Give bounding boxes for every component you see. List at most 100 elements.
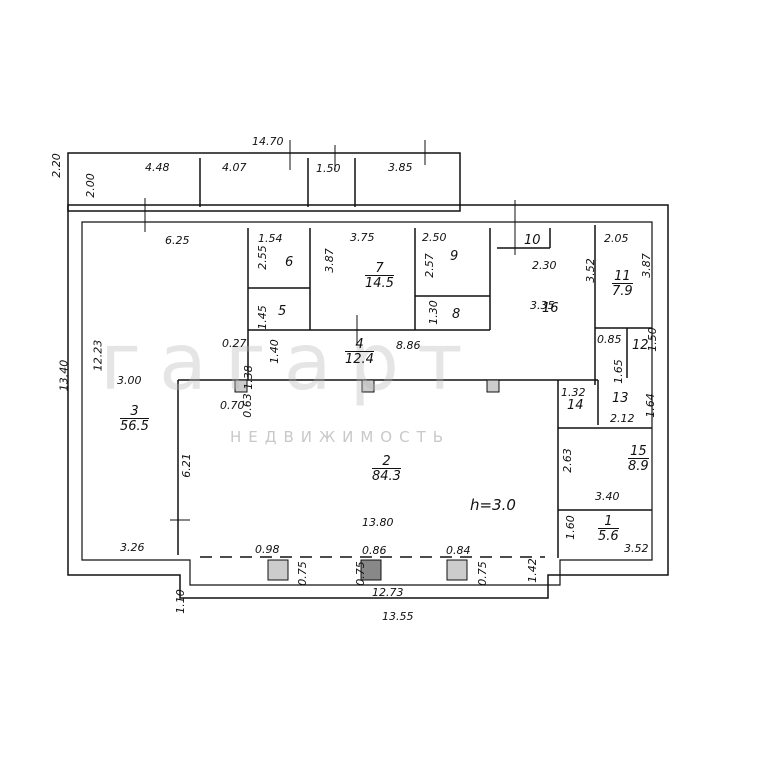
- room-number: 9: [450, 249, 459, 264]
- dimension-label: 1.60: [563, 515, 577, 540]
- dimension-label: 6.25: [165, 234, 190, 247]
- dimension-label: 1.65: [611, 359, 625, 384]
- dimension-label: 0.85: [597, 333, 622, 346]
- room-number: 4: [355, 337, 364, 352]
- room-number: 15: [630, 444, 647, 459]
- room-number: 7: [375, 261, 384, 276]
- annex-outline: [67, 152, 461, 212]
- dimension-label: 1.45: [255, 305, 269, 330]
- dimension-label: 3.40: [595, 490, 620, 503]
- dimension-label: 0.75: [353, 561, 367, 586]
- dimension-label: 0.86: [362, 544, 387, 557]
- room-14-label: 14: [567, 399, 584, 412]
- dimension-label: 3.87: [322, 248, 336, 273]
- room-9-label: 9: [450, 250, 458, 263]
- dimension-label: 2.20: [49, 153, 63, 178]
- room-number: 16: [542, 301, 559, 316]
- dimension-label: 3.75: [350, 231, 375, 244]
- room-number: 14: [567, 398, 584, 413]
- room-10-label: 10: [524, 234, 541, 247]
- room-number: 5: [278, 304, 287, 319]
- room-number: 10: [524, 233, 541, 248]
- dimension-label: 2.55: [255, 245, 269, 270]
- watermark-logo: гагарт: [100, 318, 481, 408]
- outer-wall: [67, 204, 669, 599]
- room-8-label: 8: [452, 308, 460, 321]
- column: [486, 379, 500, 393]
- dimension-label: 1.10: [173, 589, 187, 614]
- room-number: 12: [632, 338, 649, 353]
- dimension-label: 12.23: [91, 339, 105, 372]
- room-number: 3: [130, 404, 139, 419]
- dimension-label: 1.50: [316, 162, 341, 175]
- room-12-label: 12: [632, 339, 649, 352]
- dimension-label: 0.63: [240, 393, 254, 418]
- dimension-label: 1.38: [241, 365, 255, 390]
- dimension-label: 0.84: [446, 544, 471, 557]
- room-number: 8: [452, 307, 461, 322]
- dimension-label: 2.30: [532, 259, 557, 272]
- dimension-label: 2.50: [422, 231, 447, 244]
- dimension-label: 13.40: [57, 359, 71, 392]
- dimension-label: 4.07: [222, 161, 247, 174]
- column: [446, 559, 468, 581]
- dimension-label: 1.64: [643, 393, 657, 418]
- room-13-label: 13: [612, 392, 629, 405]
- room-6-label: 6: [285, 256, 293, 269]
- dimension-label: 2.12: [610, 412, 635, 425]
- room-number: 11: [614, 269, 631, 284]
- dimension-label: 0.70: [220, 399, 245, 412]
- room-number: 1: [604, 514, 613, 529]
- room-area: 5.6: [598, 528, 619, 544]
- dimension-label: 3.00: [117, 374, 142, 387]
- dimension-label: 12.73: [372, 586, 404, 599]
- dimension-label: 1.54: [258, 232, 283, 245]
- column: [234, 379, 248, 393]
- dimension-label: 3.52: [583, 258, 597, 283]
- dimension-label: 3.85: [388, 161, 413, 174]
- dimension-label: 3.35: [530, 299, 555, 312]
- dimension-label: 2.05: [604, 232, 629, 245]
- dimension-label: 6.21: [179, 453, 193, 478]
- dimension-label: 14.70: [252, 135, 284, 148]
- dimension-label: 2.63: [560, 448, 574, 473]
- dimension-label: 3.87: [639, 253, 653, 278]
- dimension-label: 0.75: [295, 561, 309, 586]
- room-area: 56.5: [120, 418, 149, 434]
- dimension-label: 3.26: [120, 541, 145, 554]
- dimension-label: 8.86: [396, 339, 421, 352]
- dimension-label: 0.27: [222, 337, 247, 350]
- room-area: 12.4: [345, 351, 374, 367]
- dimension-label: 13.80: [362, 516, 394, 529]
- room-number: 6: [285, 255, 294, 270]
- ceiling-height: h=3.0: [470, 496, 516, 514]
- dimension-label: 1.40: [267, 339, 281, 364]
- room-16-label: 16: [542, 302, 559, 315]
- column: [360, 559, 382, 581]
- dimension-label: 0.75: [475, 561, 489, 586]
- dimension-label: 2.00: [83, 173, 97, 198]
- room-area: 84.3: [372, 468, 401, 484]
- dimension-label: 1.32: [561, 386, 586, 399]
- room-area: 7.9: [612, 283, 633, 299]
- dimension-label: 0.98: [255, 543, 280, 556]
- dimension-label: 1.30: [426, 300, 440, 325]
- room-number: 2: [382, 454, 391, 469]
- dimension-label: 3.52: [624, 542, 649, 555]
- watermark-subtitle: НЕДВИЖИМОСТЬ: [230, 428, 451, 446]
- column: [361, 379, 375, 393]
- dimension-label: 1.50: [645, 327, 659, 352]
- room-area: 8.9: [628, 458, 649, 474]
- dimension-label: 2.57: [422, 253, 436, 278]
- dimension-label: 4.48: [145, 161, 170, 174]
- room-number: 13: [612, 391, 629, 406]
- room-area: 14.5: [365, 275, 394, 291]
